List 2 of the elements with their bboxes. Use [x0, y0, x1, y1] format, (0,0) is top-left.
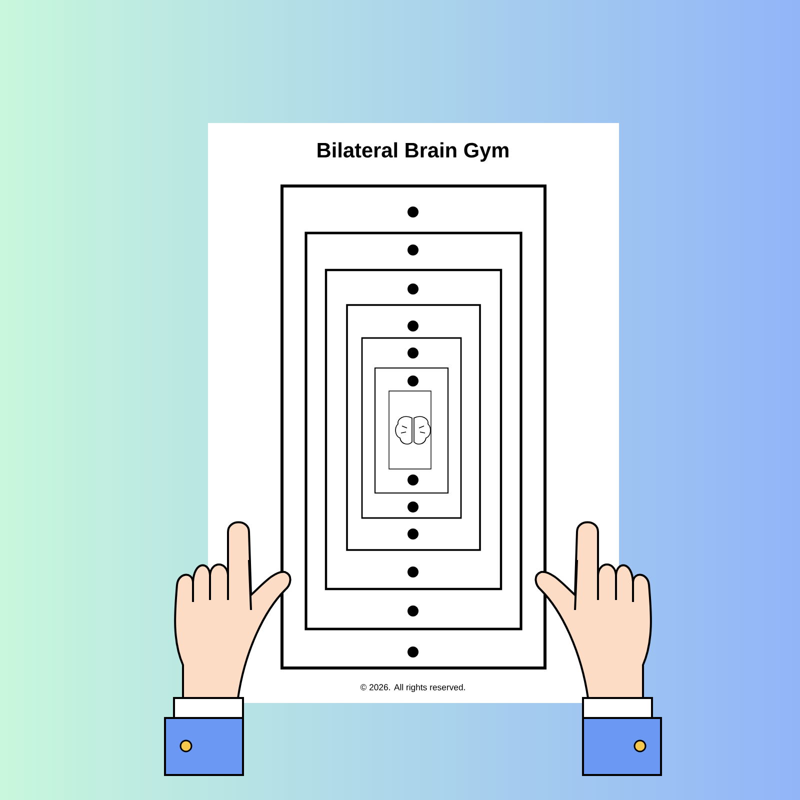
- copyright-note: © 2026. All rights reserved.: [360, 684, 465, 692]
- title: Bilateral Brain Gym: [318, 142, 508, 162]
